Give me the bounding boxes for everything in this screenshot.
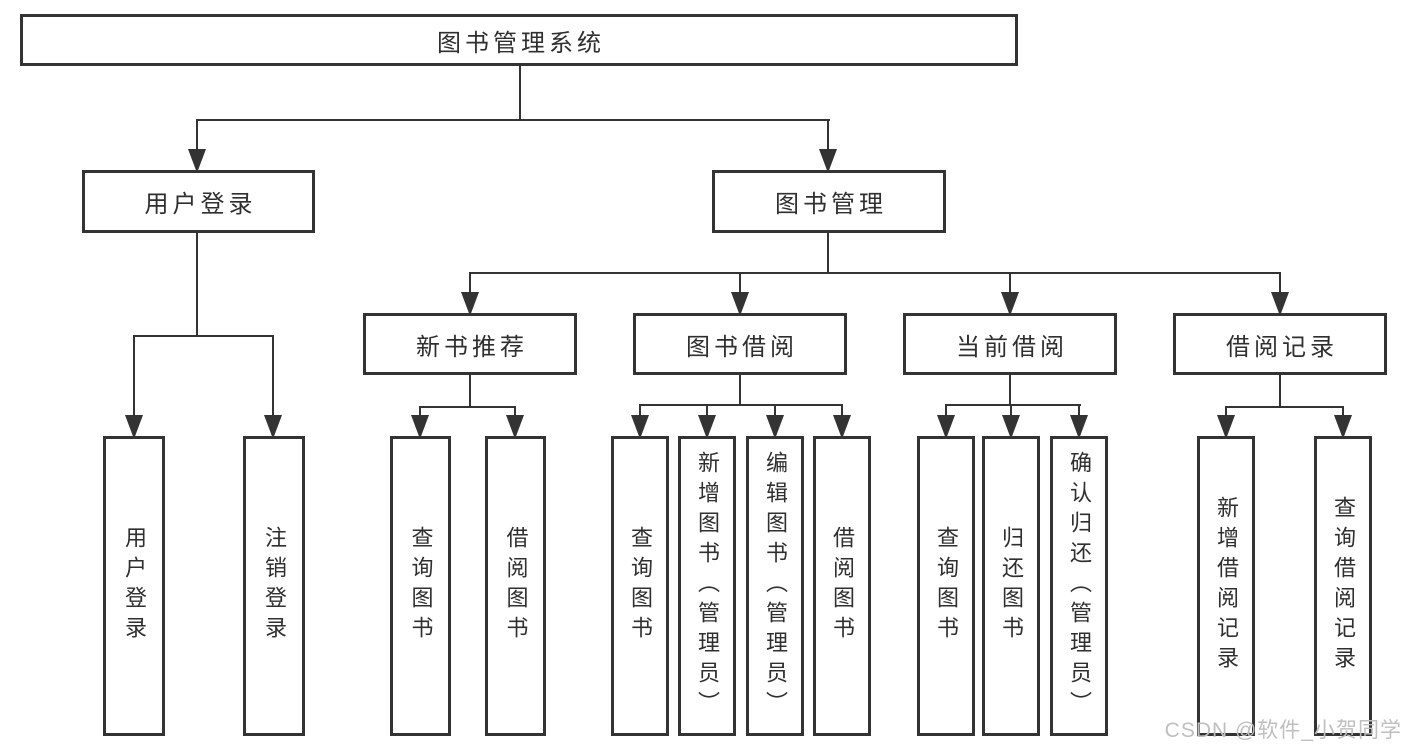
arrowhead-down-icon <box>1001 292 1019 316</box>
connector-line <box>1225 406 1344 408</box>
node-leaf-add-record: 新增借阅记录 <box>1197 436 1255 736</box>
connector-line <box>1009 375 1011 406</box>
connector-line <box>133 335 274 337</box>
node-label: 用户登录 <box>122 526 147 646</box>
connector-line <box>1078 406 1080 416</box>
connector-line <box>196 119 830 121</box>
node-leaf-logout: 注销登录 <box>243 436 305 736</box>
node-label: 查询图书 <box>628 526 653 646</box>
arrowhead-down-icon <box>1217 415 1235 439</box>
node-leaf-confirm-return: 确认归还（管理员） <box>1050 436 1108 736</box>
arrowhead-down-icon <box>1002 415 1020 439</box>
connector-line <box>196 233 198 337</box>
node-root: 图书管理系统 <box>20 14 1018 66</box>
arrowhead-down-icon <box>125 415 143 439</box>
node-leaf-borrow-book-1: 借阅图书 <box>485 436 546 736</box>
node-label: 新书推荐 <box>416 333 528 361</box>
connector-line <box>419 408 421 416</box>
connector-line <box>1279 274 1281 292</box>
node-leaf-query-record: 查询借阅记录 <box>1314 436 1372 736</box>
connector-line <box>1010 406 1012 416</box>
node-label: 新增借阅记录 <box>1214 496 1239 676</box>
connector-line <box>469 272 1281 274</box>
node-label: 查询图书 <box>934 526 959 646</box>
connector-line <box>827 233 829 274</box>
node-label: 图书管理 <box>775 191 887 218</box>
connector-line <box>1009 274 1011 292</box>
connector-line <box>519 66 521 121</box>
node-leaf-return-book: 归还图书 <box>982 436 1040 736</box>
node-leaf-edit-book: 编辑图书（管理员） <box>746 436 804 736</box>
node-borrow-record: 借阅记录 <box>1173 313 1387 375</box>
arrowhead-down-icon <box>1334 415 1352 439</box>
arrowhead-down-icon <box>766 415 784 439</box>
arrowhead-down-icon <box>1070 415 1088 439</box>
arrowhead-down-icon <box>188 149 206 173</box>
node-leaf-add-book: 新增图书（管理员） <box>678 436 736 736</box>
connector-line <box>774 406 776 416</box>
node-leaf-query-book-3: 查询图书 <box>917 436 975 736</box>
arrowhead-down-icon <box>1271 292 1289 316</box>
connector-line <box>1342 408 1344 416</box>
connector-line <box>739 274 741 292</box>
connector-line <box>945 404 1081 406</box>
node-new-book-rec: 新书推荐 <box>363 313 577 375</box>
connector-line <box>133 337 135 416</box>
node-user-login: 用户登录 <box>82 170 315 233</box>
node-leaf-query-book-2: 查询图书 <box>611 436 669 736</box>
node-leaf-borrow-book-2: 借阅图书 <box>813 436 871 736</box>
node-current-borrow: 当前借阅 <box>903 313 1117 375</box>
connector-line <box>739 375 741 406</box>
node-label: 确认归还（管理员） <box>1067 451 1092 721</box>
node-label: 当前借阅 <box>956 333 1068 361</box>
connector-line <box>272 337 274 416</box>
connector-line <box>841 406 843 416</box>
arrowhead-down-icon <box>937 415 955 439</box>
node-label: 查询借阅记录 <box>1331 496 1356 676</box>
connector-line <box>639 404 843 406</box>
node-label: 图书借阅 <box>686 333 798 361</box>
node-label: 图书管理系统 <box>437 29 605 57</box>
arrowhead-down-icon <box>698 415 716 439</box>
node-label: 查询图书 <box>408 526 434 646</box>
node-label: 注销登录 <box>262 526 287 646</box>
node-label: 编辑图书（管理员） <box>763 451 788 721</box>
connector-line <box>1225 408 1227 416</box>
connector-line <box>419 406 516 408</box>
arrowhead-down-icon <box>819 149 837 173</box>
node-leaf-user-login: 用户登录 <box>103 436 165 736</box>
connector-line <box>827 121 829 151</box>
connector-line <box>639 406 641 416</box>
arrowhead-down-icon <box>461 292 479 316</box>
connector-line <box>945 406 947 416</box>
arrowhead-down-icon <box>833 415 851 439</box>
node-label: 借阅图书 <box>503 526 529 646</box>
connector-line <box>469 274 471 292</box>
arrowhead-down-icon <box>264 415 282 439</box>
arrowhead-down-icon <box>731 292 749 316</box>
node-label: 归还图书 <box>999 526 1024 646</box>
connector-line <box>196 121 198 151</box>
arrowhead-down-icon <box>631 415 649 439</box>
connector-line <box>706 406 708 416</box>
node-label: 新增图书（管理员） <box>695 451 720 721</box>
watermark: CSDN @软件_小贺同学 <box>1164 719 1402 742</box>
node-book-borrow: 图书借阅 <box>633 313 847 375</box>
arrowhead-down-icon <box>506 415 524 439</box>
node-leaf-query-book-1: 查询图书 <box>390 436 451 736</box>
connector-line <box>1279 375 1281 408</box>
node-label: 用户登录 <box>144 191 257 218</box>
arrowhead-down-icon <box>411 415 429 439</box>
node-label: 借阅图书 <box>830 526 855 646</box>
connector-line <box>514 408 516 416</box>
node-book-mgmt: 图书管理 <box>712 170 946 233</box>
connector-line <box>469 375 471 408</box>
node-label: 借阅记录 <box>1226 333 1338 361</box>
